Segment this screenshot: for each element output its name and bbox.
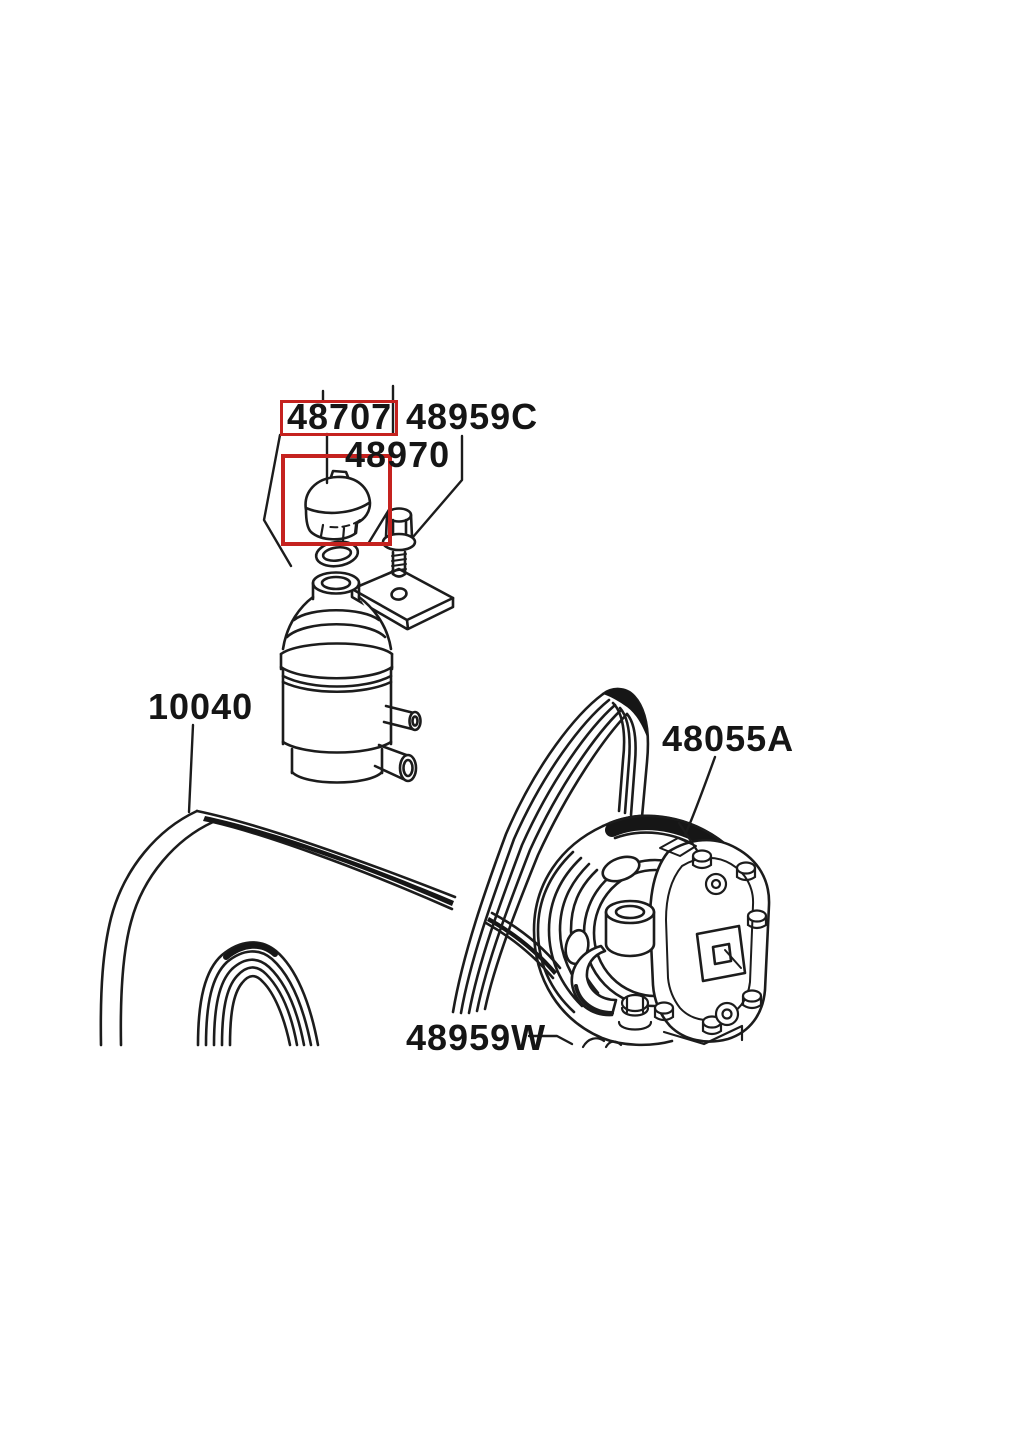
part-label-48959c[interactable]: 48959C bbox=[406, 396, 539, 437]
bolt-drawing bbox=[381, 507, 417, 578]
belt-drawing bbox=[99, 687, 650, 1047]
cap-drawing bbox=[304, 469, 372, 542]
o-ring-drawing bbox=[314, 540, 360, 568]
pump-fasteners-drawing bbox=[581, 849, 768, 1049]
part-label-48055a[interactable]: 48055A bbox=[662, 718, 795, 759]
bracket-drawing bbox=[350, 567, 455, 631]
reservoir-drawing bbox=[279, 571, 422, 784]
part-label-10040[interactable]: 10040 bbox=[148, 686, 254, 727]
part-label-48959w[interactable]: 48959W bbox=[406, 1017, 547, 1058]
part-label-48970[interactable]: 48970 bbox=[345, 434, 451, 475]
pump-hub-hose-drawing bbox=[564, 855, 656, 1017]
part-label-48707[interactable]: 48707 bbox=[287, 396, 393, 437]
